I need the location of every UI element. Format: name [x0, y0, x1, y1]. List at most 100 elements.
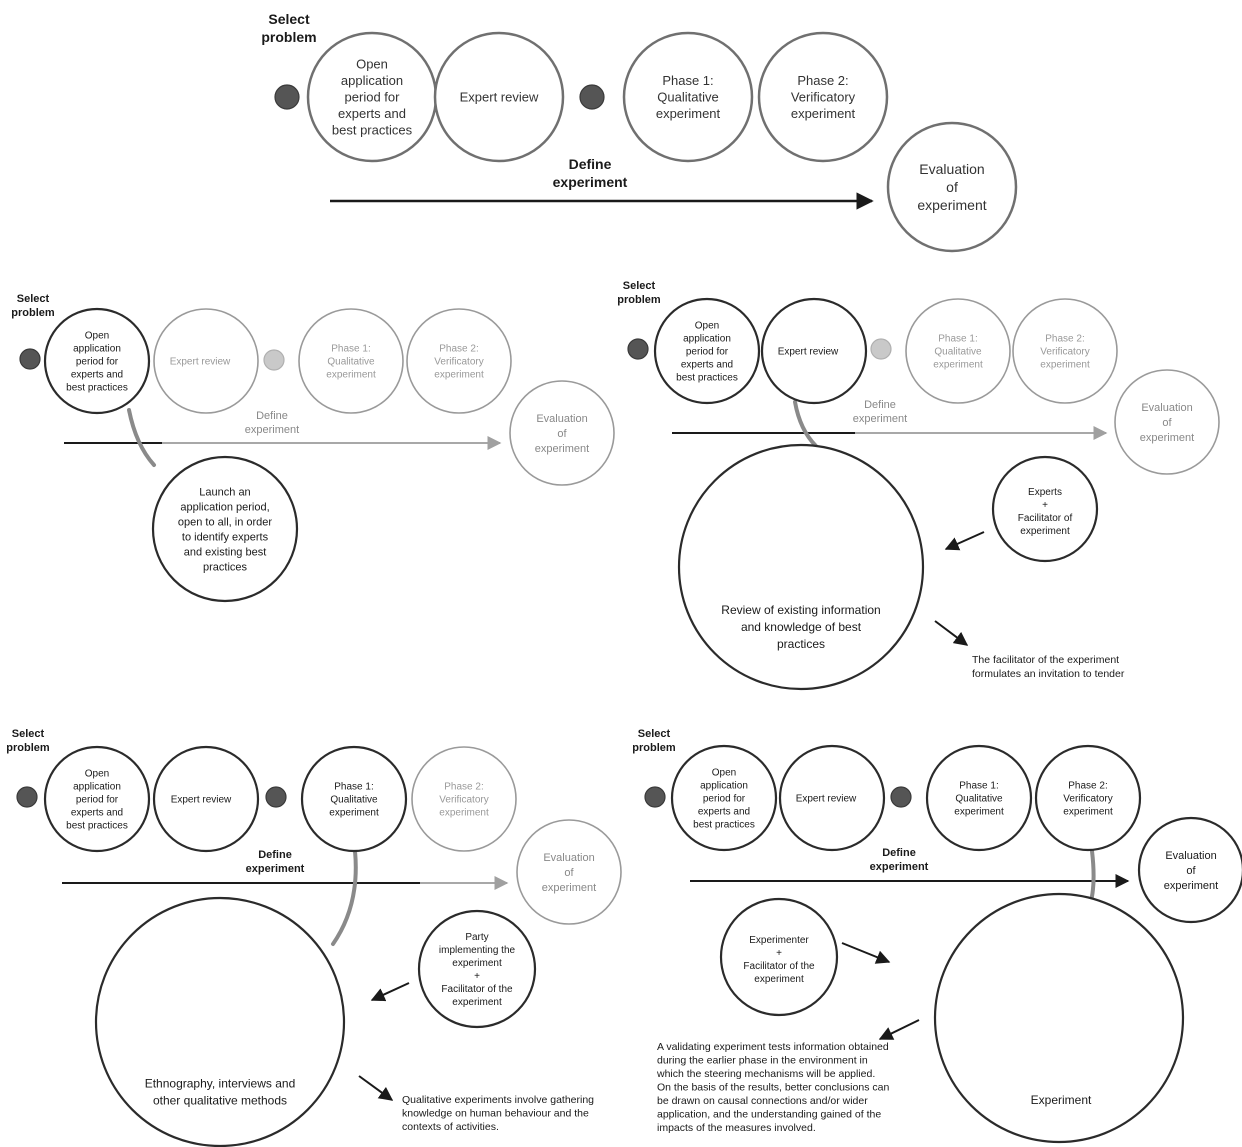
p5-stage-open-application-label-line: best practices: [693, 820, 755, 831]
p5-stage-phase1-label-line: Qualitative: [955, 794, 1003, 805]
p3-stage-open-application-label-line: Open: [695, 321, 719, 332]
p4-party-label-line: Party: [465, 932, 488, 943]
p5-select-problem-label-line: problem: [632, 742, 676, 754]
p4-party-circle: [417, 909, 537, 1029]
p3-stage-open-application-label-line: experts and: [681, 360, 733, 371]
p4-stage-phase1-label-line: Phase 1:: [334, 782, 373, 793]
p3-arrow-in: [944, 531, 985, 551]
stage-phase1: [622, 31, 754, 163]
p4-party-label-line: experiment: [452, 997, 502, 1008]
p5-stage-phase1-label-line: experiment: [954, 807, 1004, 818]
p2-launch-label-line: to identify experts: [182, 531, 269, 543]
p2-mid-dot: [263, 349, 285, 371]
stage-expert-review-label-line: Expert review: [460, 90, 539, 105]
p3-experts-label-line: Facilitator of: [1018, 513, 1073, 524]
p3-select-problem-label-line: Select: [623, 280, 656, 292]
p4-arrow-in: [370, 982, 410, 1002]
p3-stage-phase1-label-line: Phase 1:: [938, 334, 977, 345]
stage-phase2-label-line: Phase 2:: [797, 73, 848, 88]
p3-review-label-line: and knowledge of best: [741, 620, 862, 634]
p4-ethnography-circle: [94, 896, 346, 1147]
p3-stage-expert-review-label-line: Expert review: [778, 347, 839, 358]
p2-connector-arc: [127, 408, 156, 467]
p4-stage-phase2-label-line: Phase 2:: [444, 782, 483, 793]
p5-define-experiment-label-line: experiment: [870, 861, 929, 873]
p3-define-experiment-label-line: experiment: [853, 413, 907, 425]
p5-experimenter-label-line: Facilitator of the: [743, 961, 815, 972]
p3-stage-evaluation: [1114, 369, 1220, 475]
p5-stage-expert-review-label-line: Expert review: [796, 794, 857, 805]
p2-stage-evaluation-label-line: Evaluation: [536, 413, 587, 425]
p3-stage-evaluation-label-line: of: [1162, 417, 1172, 429]
p4-party-label-line: +: [474, 971, 480, 982]
p2-define-experiment-label-line: experiment: [245, 424, 299, 436]
p5-stage-phase2: [1034, 744, 1142, 852]
p3-stage-phase2-label-line: experiment: [1040, 360, 1090, 371]
p3-stage-open-application-label-line: application: [683, 334, 731, 345]
p4-stage-evaluation: [516, 819, 622, 925]
p5-stage-phase2-label-line: Phase 2:: [1068, 781, 1107, 792]
p3-stage-phase2-label-line: Verificatory: [1040, 347, 1089, 358]
p3-stage-phase2-label-line: Phase 2:: [1045, 334, 1084, 345]
p5-stage-open-application-label-line: period for: [703, 794, 746, 805]
stage-open-application-label-line: experts and: [338, 106, 406, 121]
select-problem-label-line: Select: [268, 11, 310, 27]
stage-phase2-label-line: experiment: [791, 106, 856, 121]
p5-experiment-label-line: Experiment: [1031, 1093, 1092, 1107]
p3-stage-phase2: [1012, 298, 1118, 404]
stage-open-application-label-line: application: [341, 73, 403, 88]
stage-phase2: [757, 31, 889, 163]
p2-stage-phase2-label-line: experiment: [434, 370, 484, 381]
p5-note-line: during the earlier phase in the environm…: [657, 1055, 868, 1067]
p2-stage-phase1: [298, 308, 404, 414]
p4-stage-expert-review-label: Expert review: [171, 795, 232, 806]
p2-stage-expert-review: [153, 308, 259, 414]
p3-start-dot: [627, 338, 649, 360]
p3-stage-phase1: [905, 298, 1011, 404]
p4-stage-open-application: [43, 745, 151, 853]
p4-stage-phase1: [300, 745, 408, 853]
p2-stage-open-application-label-line: Open: [85, 331, 109, 342]
p2-launch-label-line: application period,: [180, 501, 269, 513]
p4-stage-phase2: [411, 746, 517, 852]
p4-note-line: knowledge on human behaviour and the: [402, 1108, 589, 1120]
p5-stage-phase1-label: Phase 1: Qualitative experiment: [954, 781, 1004, 818]
p5-experimenter-label-line: experiment: [754, 974, 804, 985]
p5-arrow-out: [878, 1019, 920, 1040]
p5-select-problem-label-line: Select: [638, 728, 671, 740]
stage-open-application-label-line: best practices: [332, 123, 413, 138]
p4-stage-open-application-label-line: experts and: [71, 808, 123, 819]
p5-stage-open-application-label-line: application: [700, 781, 748, 792]
p2-stage-evaluation-label-line: experiment: [535, 443, 589, 455]
p3-experts-label-line: experiment: [1020, 526, 1070, 537]
select-problem-label-line: problem: [261, 29, 316, 45]
p4-note-line: contexts of activities.: [402, 1121, 499, 1133]
p5-note-line: impacts of the measures involved.: [657, 1122, 816, 1134]
p5-stage-evaluation: [1137, 816, 1242, 924]
p4-stage-open-application-label-line: Open: [85, 769, 109, 780]
p5-note-line: which the steering mechanisms will be ap…: [656, 1068, 875, 1080]
p5-experiment-circle: [933, 892, 1185, 1144]
p3-connector-arc: [793, 400, 818, 448]
p3-experts-label-line: Experts: [1028, 487, 1062, 498]
p5-stage-phase1-label-line: Phase 1:: [959, 781, 998, 792]
p4-stage-evaluation-label-line: of: [564, 867, 574, 879]
p5-note-line: A validating experiment tests informatio…: [657, 1041, 889, 1053]
p5-stage-evaluation-label-line: experiment: [1164, 880, 1218, 892]
